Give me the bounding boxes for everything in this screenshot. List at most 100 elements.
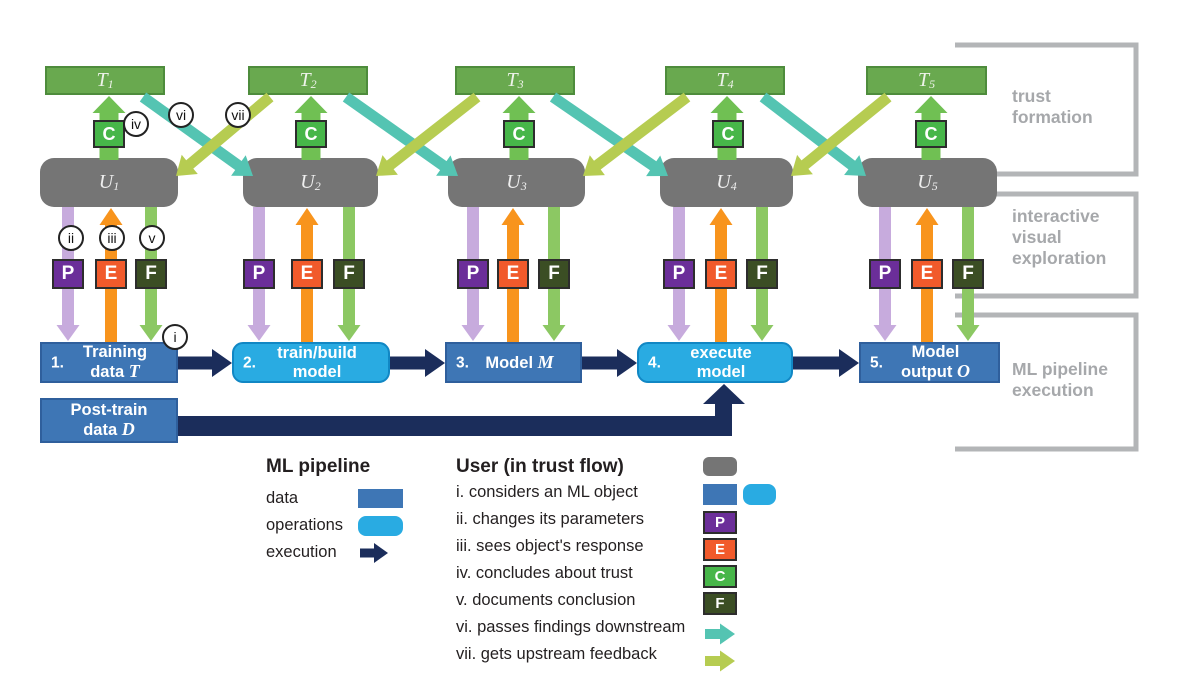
parameters-box-p4: P	[663, 259, 695, 289]
post-train-line1: Post-train	[70, 401, 148, 419]
arrow-pipeline-execution	[793, 349, 859, 377]
legend-operations-label: operations	[266, 516, 344, 534]
parameters-box-p5: P	[869, 259, 901, 289]
step-4-line1: execute	[690, 343, 752, 362]
t4-subscript: 4	[727, 77, 734, 91]
step-4-number: 4.	[648, 354, 661, 371]
u2-subscript: 2	[314, 179, 321, 193]
legend-item-vii: vii. gets upstream feedback	[456, 645, 657, 663]
t3-subscript: 3	[517, 77, 524, 91]
annotation-circle-i: i	[162, 324, 188, 350]
legend-p-swatch: P	[703, 511, 737, 534]
annotation-circle-iv: iv	[123, 111, 149, 137]
legend-user-title: User (in trust flow)	[456, 456, 624, 477]
arrow-pipeline-execution	[178, 349, 232, 377]
explore-box-e2: E	[291, 259, 323, 289]
step-1-line2: data	[90, 363, 125, 381]
step-1-line1: Training	[82, 343, 148, 361]
step-5-math: O	[956, 361, 970, 381]
findings-box-f4: F	[746, 259, 778, 289]
u3-subscript: 3	[520, 179, 527, 193]
findings-box-f2: F	[333, 259, 365, 289]
findings-box-f5: F	[952, 259, 984, 289]
arrow-pipeline-execution	[582, 349, 637, 377]
step-3-math: M	[537, 351, 554, 372]
annotation-circle-iii: iii	[99, 225, 125, 251]
t5-subscript: 5	[929, 77, 936, 91]
post-train-math: D	[121, 419, 135, 439]
u4-subscript: 4	[730, 179, 737, 193]
parameters-box-p2: P	[243, 259, 275, 289]
t5-letter: T	[917, 69, 930, 91]
u5-subscript: 5	[931, 179, 938, 193]
pipeline-step-2-train-build: 2. train/build model	[232, 342, 390, 383]
post-train-data-box: Post-train data D	[40, 398, 178, 443]
post-train-line2: data	[83, 421, 118, 439]
u1-letter: U	[98, 171, 114, 193]
explore-box-e5: E	[911, 259, 943, 289]
conclude-box-c1: C	[93, 120, 125, 148]
step-3-number: 3.	[456, 354, 469, 371]
conclude-box-c2: C	[295, 120, 327, 148]
post-train-to-execute-arrow	[178, 384, 745, 436]
pipeline-step-3-model: 3. Model M	[445, 342, 582, 383]
legend-user-swatch	[703, 457, 737, 476]
step-1-number: 1.	[51, 354, 64, 371]
conclude-box-c4: C	[712, 120, 744, 148]
legend-operations-swatch	[358, 516, 403, 536]
conclude-box-c5: C	[915, 120, 947, 148]
parameters-box-p3: P	[457, 259, 489, 289]
t2-letter: T	[299, 69, 311, 91]
t4-letter: T	[716, 69, 728, 91]
legend-f-swatch: F	[703, 592, 737, 615]
u1-subscript: 1	[113, 179, 120, 193]
legend-e-swatch: E	[703, 538, 737, 561]
findings-box-f1: F	[135, 259, 167, 289]
legend-item-v: v. documents conclusion	[456, 591, 636, 609]
legend-execution-arrow	[360, 543, 388, 563]
t1-letter: T	[96, 69, 108, 91]
legend-data-label: data	[266, 489, 299, 507]
step-1-math: T	[128, 361, 140, 381]
t3-letter: T	[506, 69, 518, 91]
t1-subscript: 1	[107, 77, 114, 91]
annotation-circle-vi: vi	[168, 102, 194, 128]
pipeline-step-1-training-data: 1. Training data T	[40, 342, 178, 383]
legend-data-swatch	[358, 489, 403, 508]
u3-letter: U	[506, 171, 521, 193]
legend-item-vi: vi. passes findings downstream	[456, 618, 686, 636]
legend-item-iv: iv. concludes about trust	[456, 564, 633, 582]
legend-object-data-swatch	[703, 484, 737, 505]
arrow-pipeline-execution	[390, 349, 445, 377]
legend-execution-label: execution	[266, 543, 337, 561]
step-5-line1: Model	[911, 343, 960, 361]
u5-letter: U	[917, 171, 932, 193]
conclude-box-c3: C	[503, 120, 535, 148]
u4-letter: U	[716, 171, 731, 193]
step-5-line2: output	[901, 363, 953, 381]
findings-box-f3: F	[538, 259, 570, 289]
legend-feedback-arrow	[705, 650, 735, 672]
pipeline-step-5-model-output: 5. Model output O	[859, 342, 1000, 383]
explore-box-e1: E	[95, 259, 127, 289]
annotation-circle-ii: ii	[58, 225, 84, 251]
parameters-box-p1: P	[52, 259, 84, 289]
step-2-line2: model	[292, 362, 342, 381]
pipeline-step-4-execute: 4. execute model	[637, 342, 793, 383]
legend-ml-title: ML pipeline	[266, 456, 371, 477]
legend-item-iii: iii. sees object's response	[456, 537, 644, 555]
explore-box-e3: E	[497, 259, 529, 289]
